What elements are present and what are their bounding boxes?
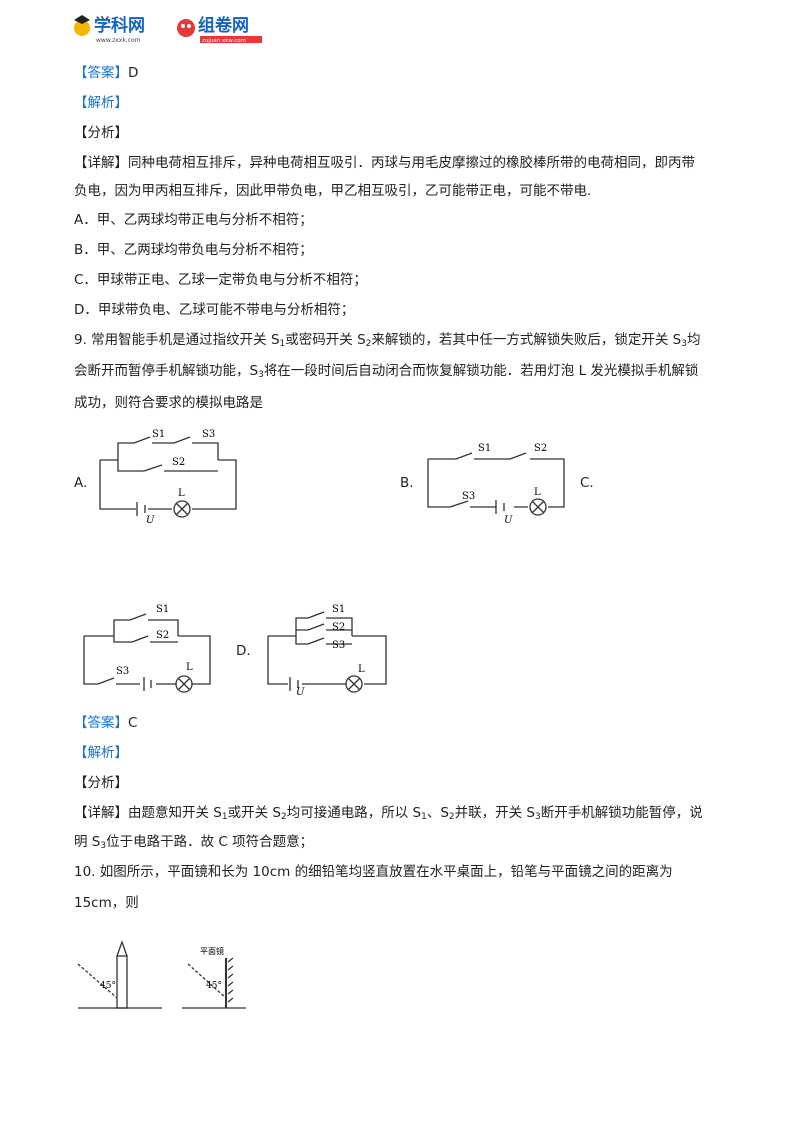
q10-stem-line1: 10. 如图所示，平面镜和长为 10cm 的细铅笔均竖直放置在水平桌面上，铅笔与…	[74, 864, 673, 880]
logo1-text: 学科网	[94, 15, 145, 36]
q8-detail-line1: 【详解】同种电荷相互排斥，异种电荷相互吸引．丙球与用毛皮摩擦过的橡胶棒所带的电荷…	[74, 153, 695, 173]
q9-stem-line2: 会断开而暂停手机解锁功能，S3将在一段时间后自动闭合而恢复解锁功能．若用灯泡 L…	[74, 363, 699, 380]
label-s2: S2	[172, 457, 185, 468]
angle-label-1: 45°	[100, 981, 116, 991]
label-s2: S2	[534, 443, 547, 454]
label-u: U	[296, 687, 305, 696]
q8-option-b: B．甲、乙两球均带负电与分析不相符；	[74, 242, 313, 258]
label-s3: S3	[462, 491, 475, 502]
label-s1: S1	[478, 443, 491, 454]
q10-figures: 45° 45° 平面镜	[77, 940, 246, 1009]
q8-option-c: C．甲球带正电、乙球一定带负电与分析不相符；	[74, 272, 367, 288]
q9-detail-line2: 明 S3位于电路干路．故 C 项符合题意；	[74, 834, 314, 851]
logo2-text: 组卷网	[198, 15, 249, 36]
label-s3: S3	[332, 640, 345, 651]
label-s2: S2	[156, 630, 169, 641]
answer-tag: 【答案】	[74, 65, 128, 81]
label-l: L	[358, 664, 365, 675]
logo1-url: www.zxxk.com	[96, 37, 141, 44]
detail-tag: 【详解】	[74, 155, 128, 171]
answer-tag: 【答案】	[74, 715, 128, 731]
label-s1: S1	[332, 604, 345, 615]
label-s1: S1	[156, 604, 169, 615]
logo2-url: zujuan.xkw.com	[202, 38, 246, 44]
q9-stem-line1: 9. 常用智能手机是通过指纹开关 S1或密码开关 S2来解锁的，若其中任一方式解…	[74, 332, 701, 349]
mirror-label: 平面镜	[200, 946, 224, 956]
header-logos: 学科网 www.zxxk.com 组卷网 zujuan.xkw.com	[74, 15, 262, 44]
label-u: U	[146, 515, 155, 525]
option-c-label: C.	[580, 475, 594, 491]
label-s1: S1	[152, 429, 165, 440]
circuit-d-diagram: S1 S2 S3 L U	[267, 604, 387, 696]
angle-label-2: 45°	[206, 981, 222, 991]
label-l: L	[178, 488, 185, 499]
detail-text: 同种电荷相互排斥，异种电荷相互吸引．丙球与用毛皮摩擦过的橡胶棒所带的电荷相同，即…	[128, 155, 695, 171]
zujuan-logo: 组卷网 zujuan.xkw.com	[177, 15, 262, 44]
q9-detail-line1: 【详解】由题意知开关 S1或开关 S2均可接通电路，所以 S1、S2并联，开关 …	[74, 805, 703, 822]
q9-fenxi-tag: 【分析】	[74, 775, 128, 791]
q8-option-d: D．甲球带负电、乙球可能不带电与分析相符；	[74, 302, 355, 318]
q8-answer-line: 【答案】D	[74, 63, 138, 83]
q9-stem-line3: 成功，则符合要求的模拟电路是	[74, 395, 263, 411]
answer-value: C	[128, 715, 138, 731]
label-s3: S3	[202, 429, 215, 440]
label-s3: S3	[116, 666, 129, 677]
option-b-label: B.	[400, 475, 414, 491]
circuit-b-diagram: S1 S2 S3 L U	[427, 443, 565, 526]
label-u: U	[504, 515, 513, 526]
label-l: L	[534, 487, 541, 498]
q10-stem-line2: 15cm，则	[74, 895, 139, 911]
circuit-c-diagram: S1 S2 S3 L	[83, 604, 211, 693]
q8-option-a: A．甲、乙两球均带正电与分析不相符；	[74, 212, 313, 228]
zxxk-logo: 学科网 www.zxxk.com	[74, 15, 145, 44]
q8-fenxi-tag: 【分析】	[74, 125, 128, 141]
label-s2: S2	[332, 622, 345, 633]
circuit-a-diagram: S1 S3 S2 L U	[99, 429, 237, 525]
option-d-label: D.	[236, 643, 251, 659]
answer-value: D	[128, 65, 139, 81]
q8-detail-line2: 负电，因为甲丙相互排斥，因此甲带负电，甲乙相互吸引，乙可能带正电，可能不带电.	[74, 183, 592, 199]
q9-jiexi-tag: 【解析】	[74, 745, 128, 761]
option-a-label: A.	[74, 475, 88, 491]
label-l: L	[186, 662, 193, 673]
q8-jiexi-tag: 【解析】	[74, 95, 128, 111]
q9-answer-line: 【答案】C	[74, 713, 137, 733]
